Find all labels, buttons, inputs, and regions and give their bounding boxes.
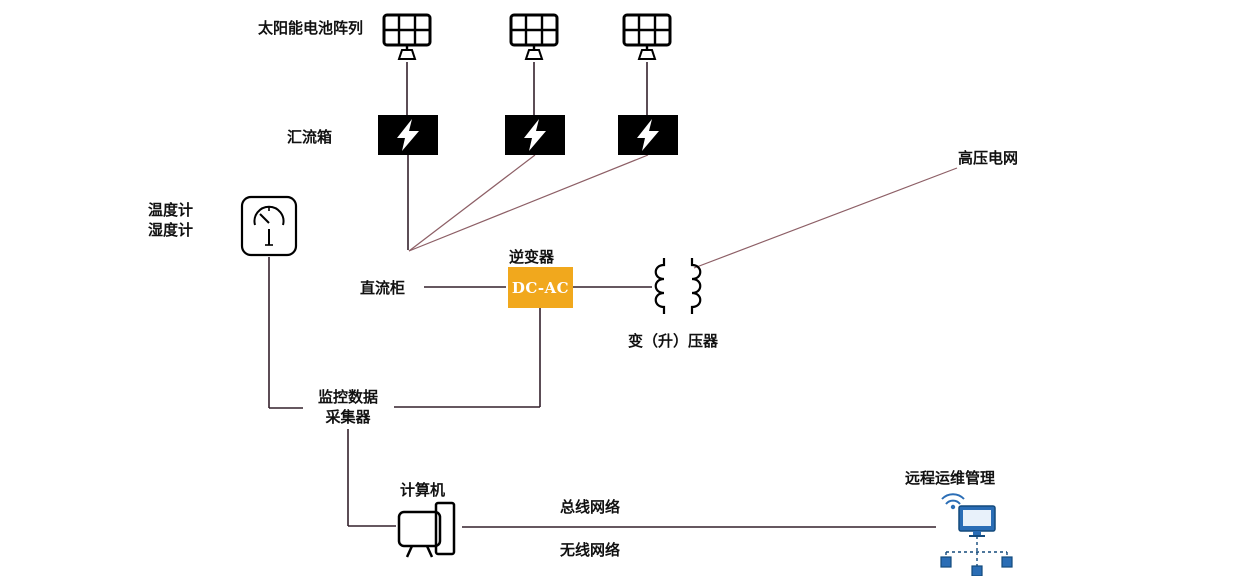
- collector-label-line1: 监控数据: [317, 388, 378, 406]
- inverter-label: 逆变器: [509, 248, 555, 266]
- bus-network-label: 总线网络: [560, 498, 621, 516]
- collector-label-line2: 采集器: [325, 408, 371, 426]
- wireless-network-label: 无线网络: [560, 541, 621, 559]
- solar-panel-icon: [381, 12, 433, 66]
- thermo-hygro-label: 温度计 湿度计: [148, 200, 193, 240]
- combiner-box-icon: [378, 115, 438, 155]
- transformer-label: 变（升）压器: [628, 332, 719, 350]
- transformer-icon: [646, 250, 710, 330]
- solar-panel-icon: [621, 12, 673, 66]
- thermo-label-line1: 温度计: [148, 201, 194, 219]
- thermometer-gauge-icon: [240, 195, 298, 261]
- hv-grid-label: 高压电网: [958, 149, 1019, 167]
- computer-icon: [396, 500, 462, 566]
- combiner-box-icon: [618, 115, 678, 155]
- solar-array-label: 太阳能电池阵列: [258, 19, 364, 37]
- combiner-box-label: 汇流箱: [287, 128, 333, 146]
- remote-mgmt-label: 远程运维管理: [905, 469, 996, 487]
- dc-cabinet-label: 直流柜: [360, 279, 406, 297]
- lightning-bolt-icon: [397, 119, 419, 151]
- inverter-box: DC-AC: [508, 267, 573, 308]
- lightning-bolt-icon: [637, 119, 659, 151]
- remote-network-icon: [933, 490, 1019, 578]
- lightning-bolt-icon: [524, 119, 546, 151]
- solar-panel-icon: [508, 12, 560, 66]
- thermo-label-line2: 湿度计: [148, 221, 194, 239]
- inverter-box-label: DC-AC: [511, 278, 570, 297]
- combiner-box-icon: [505, 115, 565, 155]
- collector-label: 监控数据 采集器: [303, 387, 393, 427]
- computer-label: 计算机: [400, 481, 446, 499]
